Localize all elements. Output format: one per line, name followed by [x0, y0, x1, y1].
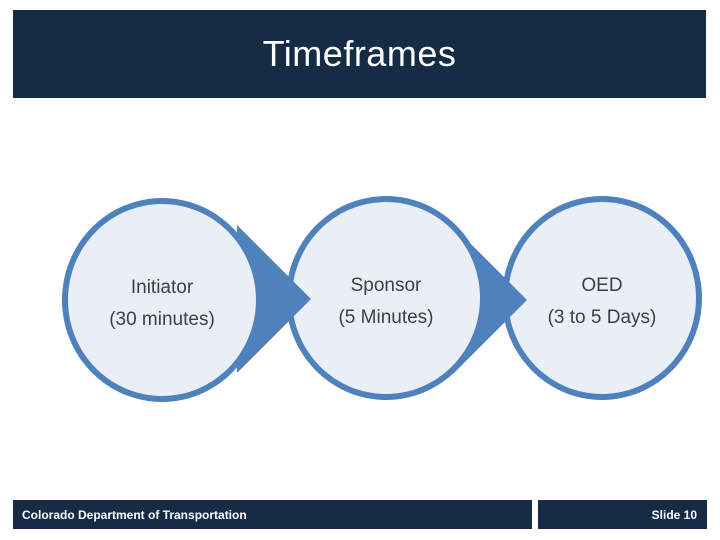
step-duration: (5 Minutes) — [338, 307, 434, 328]
header-bar: Timeframes — [13, 10, 706, 98]
step-label: Initiator — [130, 277, 194, 298]
footer-slide-number-bar: Slide 10 — [538, 500, 707, 529]
timeframes-diagram: OED (3 to 5 Days) Sponsor (5 Minutes) In… — [0, 98, 720, 498]
step-circle-sponsor: Sponsor (5 Minutes) — [286, 196, 486, 400]
step-circle-oed: OED (3 to 5 Days) — [502, 196, 702, 400]
step-duration: (3 to 5 Days) — [547, 307, 657, 328]
step-circle-initiator: Initiator (30 minutes) — [62, 198, 262, 402]
footer-organization-text: Colorado Department of Transportation — [22, 507, 247, 522]
step-label: OED — [581, 275, 623, 296]
step-label: Sponsor — [350, 275, 422, 296]
step-duration: (30 minutes) — [109, 309, 215, 330]
footer-slide-number-text: Slide 10 — [651, 507, 697, 522]
footer-organization-bar: Colorado Department of Transportation — [13, 500, 532, 529]
slide-title: Timeframes — [262, 33, 457, 74]
